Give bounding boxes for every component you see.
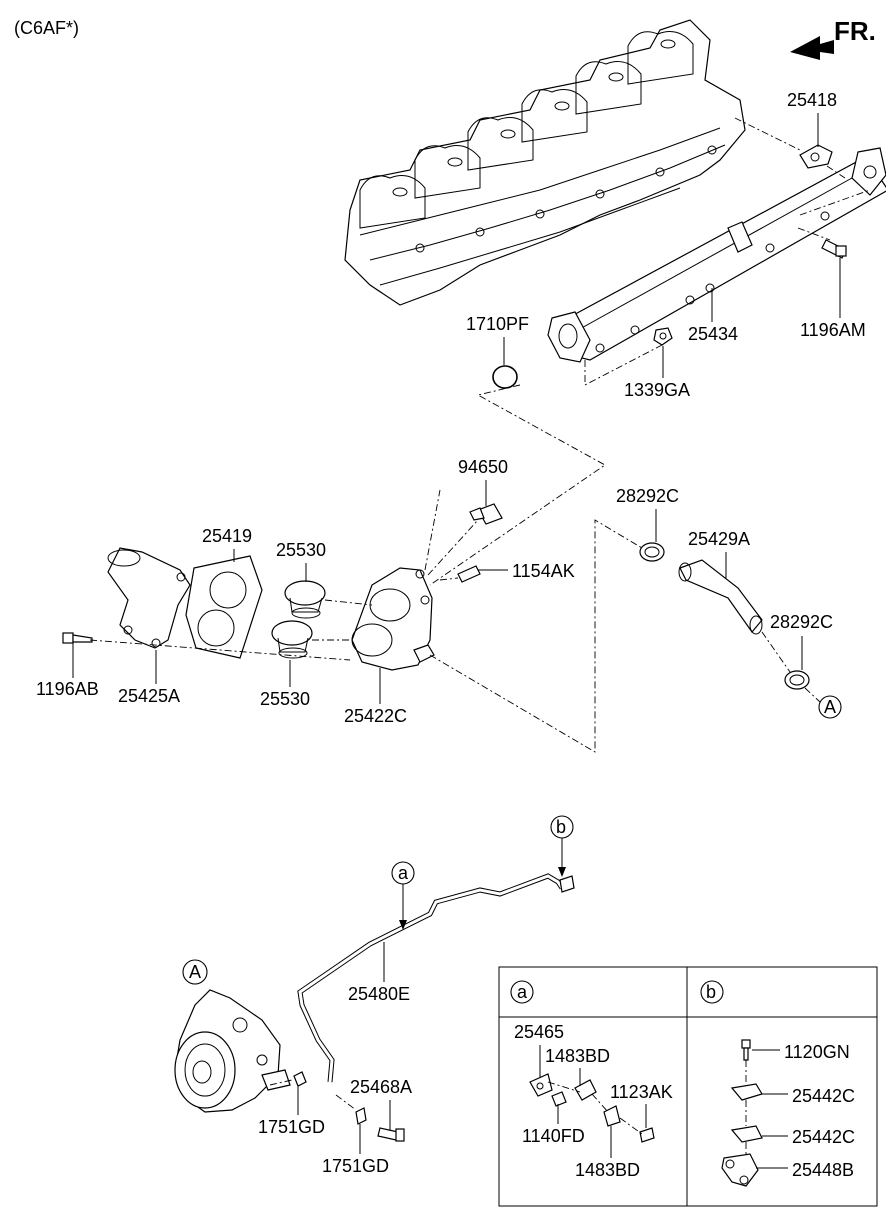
part-label-1196am[interactable]: 1196AM xyxy=(800,320,866,340)
detail-label-25465[interactable]: 25465 xyxy=(514,1022,564,1042)
gasket-25419-illustration xyxy=(185,555,263,659)
bolt-1196ab-illustration xyxy=(62,632,93,644)
part-label-94650[interactable]: 94650 xyxy=(458,457,508,477)
thermostat-25530-bottom-illustration xyxy=(271,620,313,659)
washer-1751gd-left-illustration xyxy=(293,1071,307,1087)
clip-1483bd-top-illustration xyxy=(574,1079,597,1101)
ref-marker-a-text: a xyxy=(398,863,409,883)
o-ring-1710pf-illustration xyxy=(492,365,518,389)
detail-table xyxy=(498,966,878,1207)
thermostat-25530-top-illustration xyxy=(284,580,326,619)
ref-marker-A-right[interactable]: A xyxy=(818,695,842,719)
water-outlet-pipe-illustration xyxy=(547,147,886,363)
clip-25442c-2-illustration xyxy=(730,1125,763,1143)
part-label-25434[interactable]: 25434 xyxy=(688,324,738,344)
bracket-25465-illustration xyxy=(529,1073,553,1097)
detail-label-1483bd-top[interactable]: 1483BD xyxy=(545,1046,610,1066)
water-pump-illustration xyxy=(174,989,291,1113)
bypass-pipe-25480e-illustration xyxy=(297,873,565,1083)
part-label-1751gd-right[interactable]: 1751GD xyxy=(322,1156,389,1176)
ref-marker-b[interactable]: b xyxy=(550,815,574,839)
washer-1751gd-right-illustration xyxy=(355,1107,367,1125)
part-label-25468a[interactable]: 25468A xyxy=(350,1077,412,1097)
clamp-28292c-top-illustration xyxy=(639,542,665,562)
bolt-1123ak-illustration xyxy=(639,1127,655,1143)
part-label-1154ak[interactable]: 1154AK xyxy=(512,561,575,581)
ref-marker-b-text: b xyxy=(556,817,566,837)
part-label-28292c-bottom[interactable]: 28292C xyxy=(770,612,833,632)
detail-label-25448b[interactable]: 25448B xyxy=(792,1160,854,1180)
front-label: FR. xyxy=(834,16,876,46)
model-code-label: (C6AF*) xyxy=(14,18,79,38)
detail-label-1123ak[interactable]: 1123AK xyxy=(610,1082,673,1102)
bolt-25468a-illustration xyxy=(377,1127,405,1142)
detail-label-1140fd[interactable]: 1140FD xyxy=(522,1126,585,1146)
thermostat-cover-25425a-illustration xyxy=(107,547,191,649)
thermostat-housing-25422c-illustration xyxy=(351,567,435,671)
bolt-1120gn-illustration xyxy=(741,1039,751,1061)
cylinder-head-illustration xyxy=(344,19,746,306)
clip-1483bd-bottom-illustration xyxy=(603,1105,621,1127)
bolt-1140fd-illustration xyxy=(551,1091,567,1107)
part-label-1339ga[interactable]: 1339GA xyxy=(624,380,690,400)
part-label-25422c[interactable]: 25422C xyxy=(344,706,407,726)
part-label-25418[interactable]: 25418 xyxy=(787,90,837,110)
part-label-25419[interactable]: 25419 xyxy=(202,526,252,546)
part-label-1751gd-left[interactable]: 1751GD xyxy=(258,1117,325,1137)
part-label-25530-top[interactable]: 25530 xyxy=(276,540,326,560)
detail-header-b: b xyxy=(700,980,724,1004)
clip-25442c-1-illustration xyxy=(730,1083,763,1101)
part-label-1196ab[interactable]: 1196AB xyxy=(36,679,99,699)
clamp-28292c-bottom-illustration xyxy=(784,670,810,690)
ref-marker-A-left-text: A xyxy=(189,962,201,982)
part-label-25480e[interactable]: 25480E xyxy=(348,984,410,1004)
detail-header-a-text: a xyxy=(517,982,528,1002)
part-label-25429a[interactable]: 25429A xyxy=(688,529,750,549)
nut-1339ga-illustration xyxy=(653,327,673,346)
ref-marker-a[interactable]: a xyxy=(391,861,415,885)
part-label-25530-bottom[interactable]: 25530 xyxy=(260,689,310,709)
plug-1154ak-illustration xyxy=(457,565,481,583)
detail-header-a: a xyxy=(510,980,534,1004)
bracket-25448b-illustration xyxy=(721,1153,759,1187)
part-label-28292c-top[interactable]: 28292C xyxy=(616,486,679,506)
hose-25429a-illustration xyxy=(678,559,763,635)
ref-marker-A-left[interactable]: A xyxy=(182,959,208,985)
gasket-25418-illustration xyxy=(799,144,833,169)
part-label-1710pf[interactable]: 1710PF xyxy=(466,314,529,334)
ref-marker-A-right-text: A xyxy=(824,697,836,717)
detail-label-1120gn[interactable]: 1120GN xyxy=(784,1042,850,1062)
bolt-1196am-illustration xyxy=(821,239,847,259)
temp-sensor-94650-illustration xyxy=(469,503,503,525)
detail-label-25442c-1[interactable]: 25442C xyxy=(792,1086,855,1106)
detail-header-b-text: b xyxy=(706,982,716,1002)
part-label-25425a[interactable]: 25425A xyxy=(118,686,180,706)
detail-label-25442c-2[interactable]: 25442C xyxy=(792,1127,855,1147)
detail-label-1483bd-bottom[interactable]: 1483BD xyxy=(575,1160,640,1180)
front-arrow-icon xyxy=(790,36,834,60)
